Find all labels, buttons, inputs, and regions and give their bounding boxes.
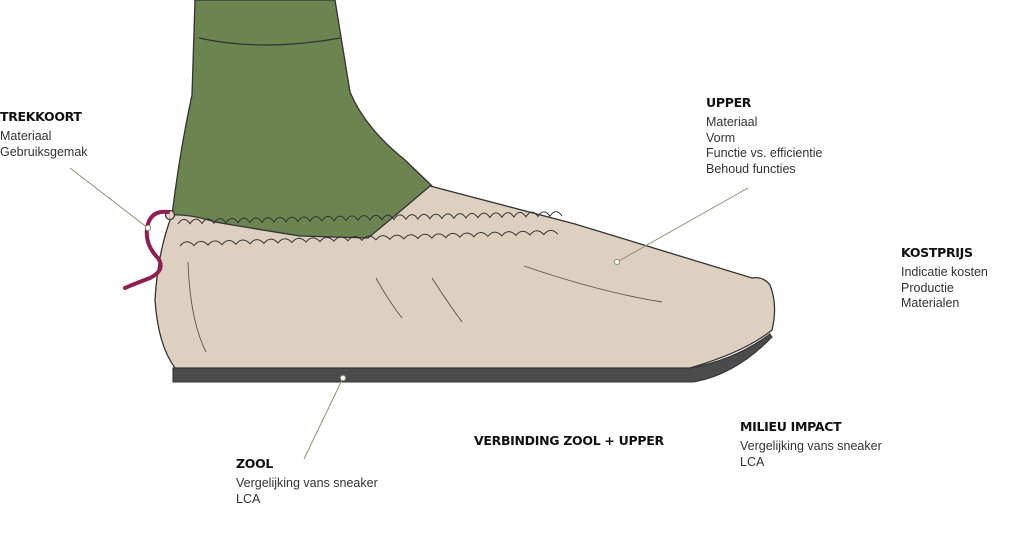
marker-dot-upper bbox=[614, 259, 619, 264]
annotation-heading: KOSTPRIJS bbox=[901, 245, 988, 260]
annotation-line: LCA bbox=[740, 455, 882, 471]
annotation-line: Vergelijking vans sneaker bbox=[740, 439, 882, 455]
annotation-line: LCA bbox=[236, 492, 378, 508]
annotation-heading: UPPER bbox=[706, 95, 823, 110]
annotation-line: Productie bbox=[901, 281, 988, 297]
annotation-line: Behoud functies bbox=[706, 162, 823, 178]
annotation-heading: TREKKOORT bbox=[0, 109, 88, 124]
annotation-line: Materialen bbox=[901, 296, 988, 312]
annotation-line: Materiaal bbox=[0, 129, 88, 145]
annotation-line: Indicatie kosten bbox=[901, 265, 988, 281]
annotation-upper: UPPER Materiaal Vorm Functie vs. efficie… bbox=[706, 95, 823, 177]
annotation-line: Vorm bbox=[706, 131, 823, 147]
annotation-heading: VERBINDING ZOOL + UPPER bbox=[474, 433, 664, 448]
annotation-kostprijs: KOSTPRIJS Indicatie kosten Productie Mat… bbox=[901, 245, 988, 312]
leg-shape bbox=[172, 0, 432, 246]
annotation-zool: ZOOL Vergelijking vans sneaker LCA bbox=[236, 456, 378, 507]
leader-line-zool bbox=[304, 378, 343, 459]
marker-dot-trekkoort bbox=[145, 225, 150, 230]
marker-dot-zool bbox=[340, 375, 345, 380]
leader-line-upper bbox=[617, 188, 748, 262]
annotation-line: Materiaal bbox=[706, 115, 823, 131]
annotation-trekkoort: TREKKOORT Materiaal Gebruiksgemak bbox=[0, 109, 88, 160]
leader-line-trekkoort bbox=[70, 168, 148, 228]
annotation-milieu-impact: MILIEU IMPACT Vergelijking vans sneaker … bbox=[740, 419, 882, 470]
annotation-line: Gebruiksgemak bbox=[0, 145, 88, 161]
annotation-heading: MILIEU IMPACT bbox=[740, 419, 882, 434]
annotation-line: Functie vs. efficientie bbox=[706, 146, 823, 162]
annotation-heading: ZOOL bbox=[236, 456, 378, 471]
annotation-verbinding: VERBINDING ZOOL + UPPER bbox=[474, 433, 664, 453]
annotation-line: Vergelijking vans sneaker bbox=[236, 476, 378, 492]
